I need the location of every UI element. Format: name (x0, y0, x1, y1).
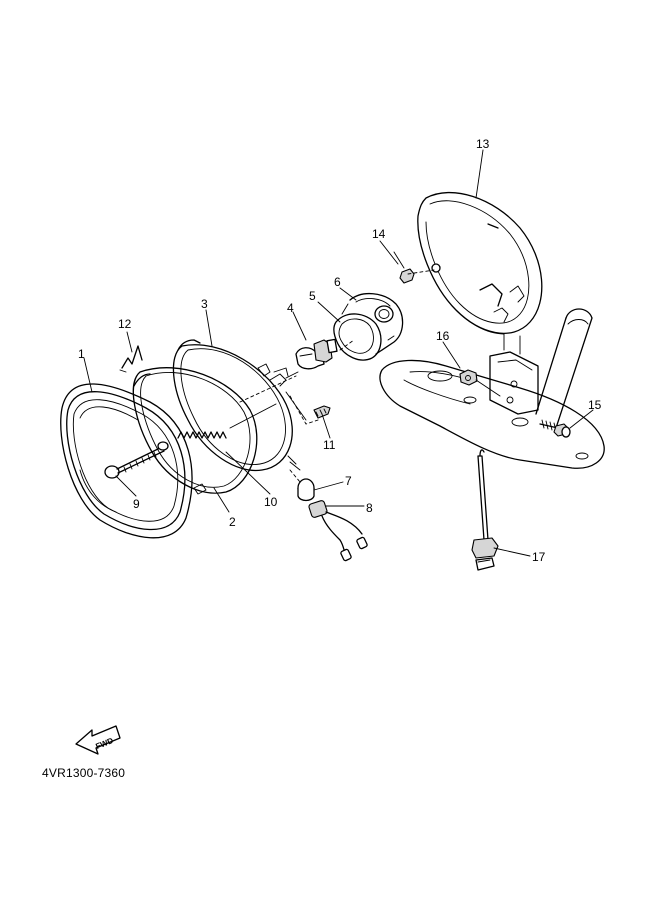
callout-11: 11 (323, 438, 336, 452)
retaining-clip (119, 345, 143, 373)
callout-5: 5 (309, 289, 316, 303)
spring (177, 403, 277, 439)
housing-bolt (393, 251, 415, 284)
headlight-bulb (295, 338, 338, 370)
callout-14: 14 (372, 227, 386, 241)
callout-17: 17 (532, 550, 546, 564)
headlight-housing (417, 191, 543, 335)
fork-tube (535, 308, 593, 429)
leader-lines (83, 149, 594, 557)
callout-12: 12 (118, 317, 132, 331)
diagram-code: 4VR1300-7360 (42, 766, 126, 780)
callout-8: 8 (366, 501, 373, 515)
bulb-socket-cover (333, 293, 404, 361)
callout-16: 16 (436, 329, 450, 343)
callout-10: 10 (264, 495, 278, 509)
callout-7: 7 (345, 474, 352, 488)
mounting-bolt (539, 419, 571, 438)
assembly-lines (239, 269, 435, 483)
cable-tie (471, 449, 499, 571)
callout-13: 13 (476, 137, 490, 151)
wire-harness (287, 455, 368, 562)
callout-labels: 1 2 3 4 5 6 7 8 9 10 11 12 13 14 15 16 1… (78, 137, 602, 564)
callout-15: 15 (588, 398, 602, 412)
callout-4: 4 (287, 301, 294, 315)
mounting-ring (132, 367, 258, 495)
callout-9: 9 (133, 497, 140, 511)
adjusting-screw (104, 441, 169, 479)
callout-1: 1 (78, 347, 85, 361)
fwd-arrow-icon: FWD (75, 725, 121, 755)
bulb-boot (297, 478, 315, 502)
callout-3: 3 (201, 297, 208, 311)
hex-nut (459, 369, 501, 397)
headlight-rim (60, 383, 193, 539)
frame-bracket (379, 333, 605, 469)
callout-2: 2 (229, 515, 236, 529)
socket-holder (313, 405, 331, 419)
callout-6: 6 (334, 275, 341, 289)
